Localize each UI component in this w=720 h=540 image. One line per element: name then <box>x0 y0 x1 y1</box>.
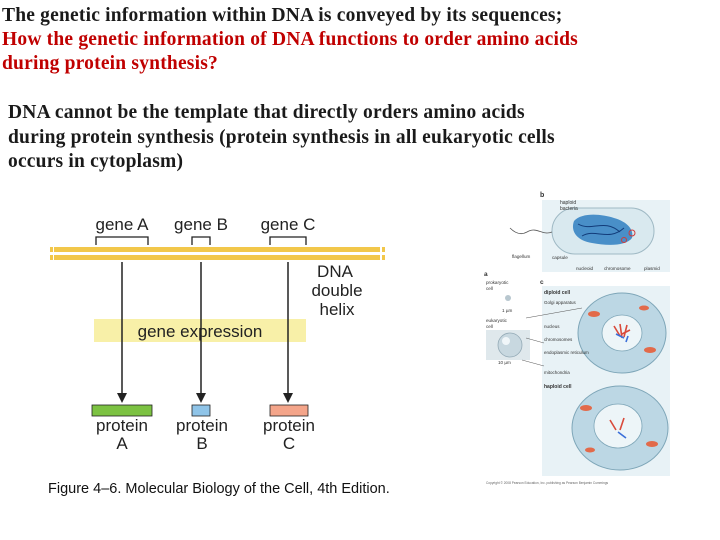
flagellum-label: flagellum <box>512 254 531 259</box>
body-line-2: during protein synthesis (protein synthe… <box>8 126 555 148</box>
dna-strand-bottom <box>54 255 380 260</box>
heading-line-3: during protein synthesis? <box>2 53 218 74</box>
slide-heading: The genetic information within DNA is co… <box>2 4 718 76</box>
capsule-label: capsule <box>552 255 568 260</box>
protein-a-bar <box>91 404 153 417</box>
haploid-cell <box>571 385 669 471</box>
protein-c-label-1: protein <box>263 416 315 435</box>
gene-label-c: gene C <box>261 215 316 234</box>
organelle-nucleus: nucleus <box>544 324 560 329</box>
dna-double-helix <box>50 247 385 260</box>
eukaryotic-label-2: cell <box>486 324 493 329</box>
copyright-note: Copyright © 2008 Pearson Education, Inc.… <box>486 481 609 485</box>
dna-label-line-2: double <box>311 281 362 300</box>
heading-line-2: How the genetic information of DNA funct… <box>2 29 578 50</box>
nucleoid-label: nucleoid <box>576 266 594 271</box>
scale-1um: 1 µm <box>502 308 512 313</box>
gene-brackets <box>95 236 307 245</box>
gene-label-a: gene A <box>96 215 150 234</box>
chromosome-label: chromosome <box>604 266 631 271</box>
dna-label-line-1: DNA <box>317 262 354 281</box>
gene-expression-band <box>94 319 306 342</box>
gene-expression-label: gene expression <box>138 322 263 341</box>
protein-b-label-2: B <box>196 434 207 453</box>
heading-line-1: The genetic information within DNA is co… <box>2 5 563 26</box>
panel-b-letter: b <box>540 192 544 199</box>
dna-label-line-3: helix <box>320 300 355 319</box>
bacteria-label-2: bacteria <box>560 206 578 212</box>
gene-expression-figure: gene A gene B gene C DNA double helix ge… <box>48 215 390 497</box>
protein-a-label-2: A <box>116 434 128 453</box>
diploid-label: diploid cell <box>544 290 571 296</box>
eukaryotic-cell-sphere <box>497 332 523 358</box>
panel-c-letter: c <box>540 279 544 286</box>
panel-a-letter: a <box>484 271 488 278</box>
organelle-chromosomes: chromosomes <box>544 337 573 342</box>
scale-10um: 10 µm <box>498 360 511 365</box>
expression-arrows <box>117 262 293 403</box>
haploid-label: haploid cell <box>544 384 572 390</box>
prokaryotic-label-2: cell <box>486 286 493 291</box>
figure-caption: Figure 4–6. Molecular Biology of the Cel… <box>48 481 390 497</box>
protein-b-bar <box>191 404 211 417</box>
organelle-mitochondria: mitochondria <box>544 370 570 375</box>
dna-strand-top <box>54 247 380 252</box>
bacterium <box>509 207 655 255</box>
diploid-cell <box>577 292 667 374</box>
bacteria-label-1: haploid <box>560 200 576 206</box>
cell-types-figure: b haploid bacteria flagellum capsule nuc… <box>484 192 670 485</box>
prokaryotic-label-1: prokaryotic <box>486 280 509 285</box>
body-line-3: occurs in cytoplasm) <box>8 151 184 172</box>
protein-c-label-2: C <box>283 434 295 453</box>
organelle-golgi: Golgi apparatus <box>544 300 577 305</box>
plasmid-label: plasmid <box>644 266 660 271</box>
gene-label-b: gene B <box>174 215 228 234</box>
protein-b-label-1: protein <box>176 416 228 435</box>
eukaryotic-label-1: eukaryotic <box>486 318 508 323</box>
organelle-er: endoplasmic reticulum <box>544 350 589 355</box>
protein-c-bar <box>269 404 309 417</box>
body-line-1: DNA cannot be the template that directly… <box>8 102 525 123</box>
slide-body-text: DNA cannot be the template that directly… <box>8 101 708 175</box>
protein-a-label-1: protein <box>96 416 148 435</box>
